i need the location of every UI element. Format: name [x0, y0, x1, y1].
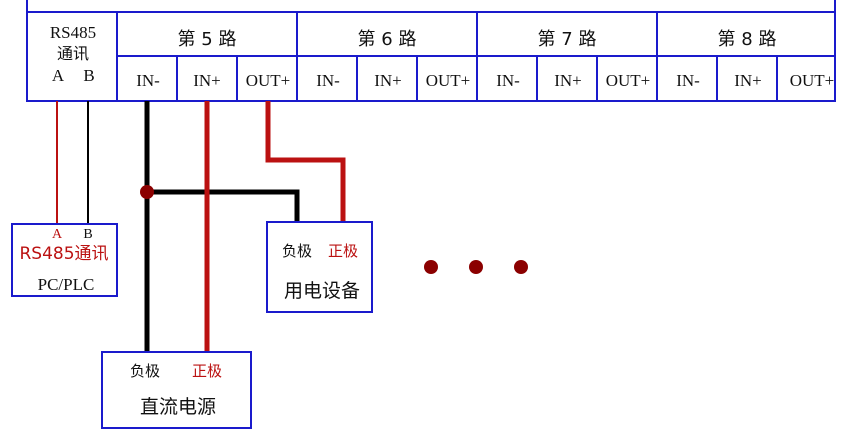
- ch6-pin-out-plus: OUT+: [426, 71, 471, 90]
- power-positive-label: 正极: [192, 362, 222, 380]
- channel-8-title: 第 8 路: [718, 29, 777, 50]
- terminal-top-strip: [26, 0, 836, 13]
- rs485-sub: 通讯: [57, 44, 89, 63]
- channel-6-title: 第 6 路: [358, 29, 417, 50]
- ellipsis-dot-1: [424, 260, 438, 274]
- pc-plc-box: [11, 223, 118, 297]
- ellipsis-dot-3: [514, 260, 528, 274]
- ch8-pin-in-plus: IN+: [734, 71, 762, 90]
- ch7-pin-out-plus: OUT+: [606, 71, 651, 90]
- pc-plc-name: PC/PLC: [38, 275, 95, 294]
- junction-dot: [140, 185, 154, 199]
- device-name: 用电设备: [284, 280, 360, 302]
- ch7-pin-in-minus: IN-: [496, 71, 520, 90]
- dc-power-box: [101, 351, 252, 429]
- device-positive-label: 正极: [328, 242, 358, 260]
- channel-7-title: 第 7 路: [538, 29, 597, 50]
- ch8-pin-in-minus: IN-: [676, 71, 700, 90]
- ch5-pin-in-minus: IN-: [136, 71, 160, 90]
- power-negative-label: 负极: [130, 362, 160, 380]
- ch6-pin-in-minus: IN-: [316, 71, 340, 90]
- more-channels-dots: [424, 260, 528, 274]
- pc-a-label: A: [52, 227, 63, 242]
- ch5-pin-out-plus: OUT+: [246, 71, 291, 90]
- ch5-pin-in-plus: IN+: [193, 71, 221, 90]
- rs485-title: RS485: [50, 23, 96, 42]
- ellipsis-dot-2: [469, 260, 483, 274]
- out-plus-wire: [265, 101, 346, 238]
- pc-b-label: B: [83, 227, 92, 242]
- ch6-pin-in-plus: IN+: [374, 71, 402, 90]
- ch7-pin-in-plus: IN+: [554, 71, 582, 90]
- power-name: 直流电源: [140, 396, 216, 418]
- device-negative-label: 负极: [282, 242, 312, 260]
- channel-5-title: 第 5 路: [178, 29, 237, 50]
- device-box: [266, 221, 373, 313]
- terminal-block: [26, 0, 836, 102]
- pc-rs485-label: RS485通讯: [19, 244, 108, 264]
- ch8-pin-out-plus: OUT+: [790, 71, 835, 90]
- rs485-b-label: B: [83, 66, 94, 85]
- rs485-a-label: A: [52, 66, 65, 85]
